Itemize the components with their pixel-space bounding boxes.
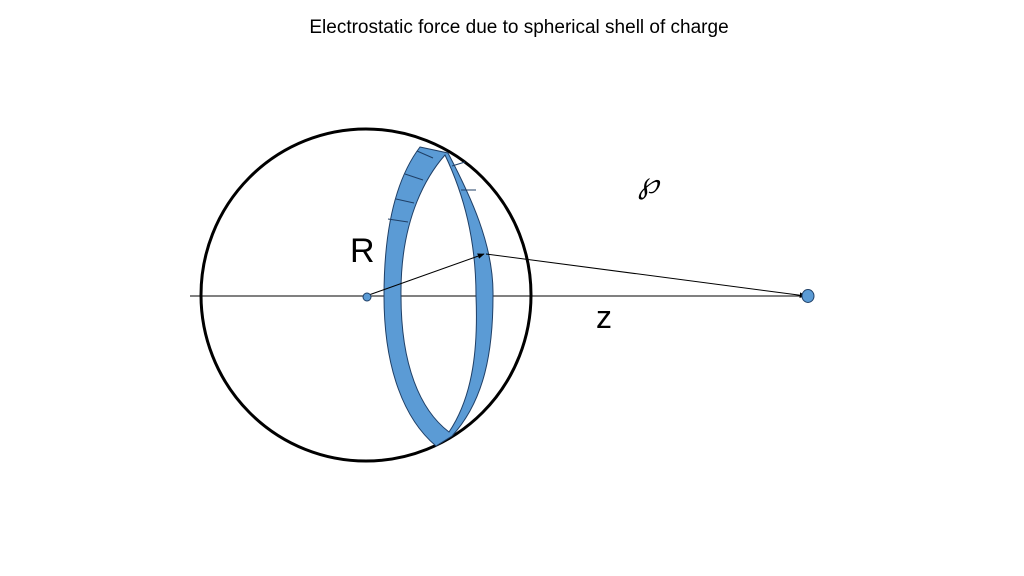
spherical-shell <box>199 127 533 463</box>
charged-ring <box>383 146 494 447</box>
ring-segment-mark <box>416 150 434 159</box>
radius-label: R <box>350 232 375 270</box>
ring-segment-mark <box>387 218 409 223</box>
shell-center-point <box>362 292 372 302</box>
diagram-title: Electrostatic force due to spherical she… <box>309 17 729 38</box>
field-point-label: ℘ <box>638 166 661 201</box>
separation-vector <box>485 253 807 298</box>
distance-label: z <box>596 299 612 335</box>
ring-segment-mark <box>395 198 415 204</box>
test-charge-point <box>801 289 815 303</box>
ring-segment-mark <box>451 161 466 167</box>
radius-vector <box>365 253 485 297</box>
ring-segment-mark <box>404 173 424 181</box>
